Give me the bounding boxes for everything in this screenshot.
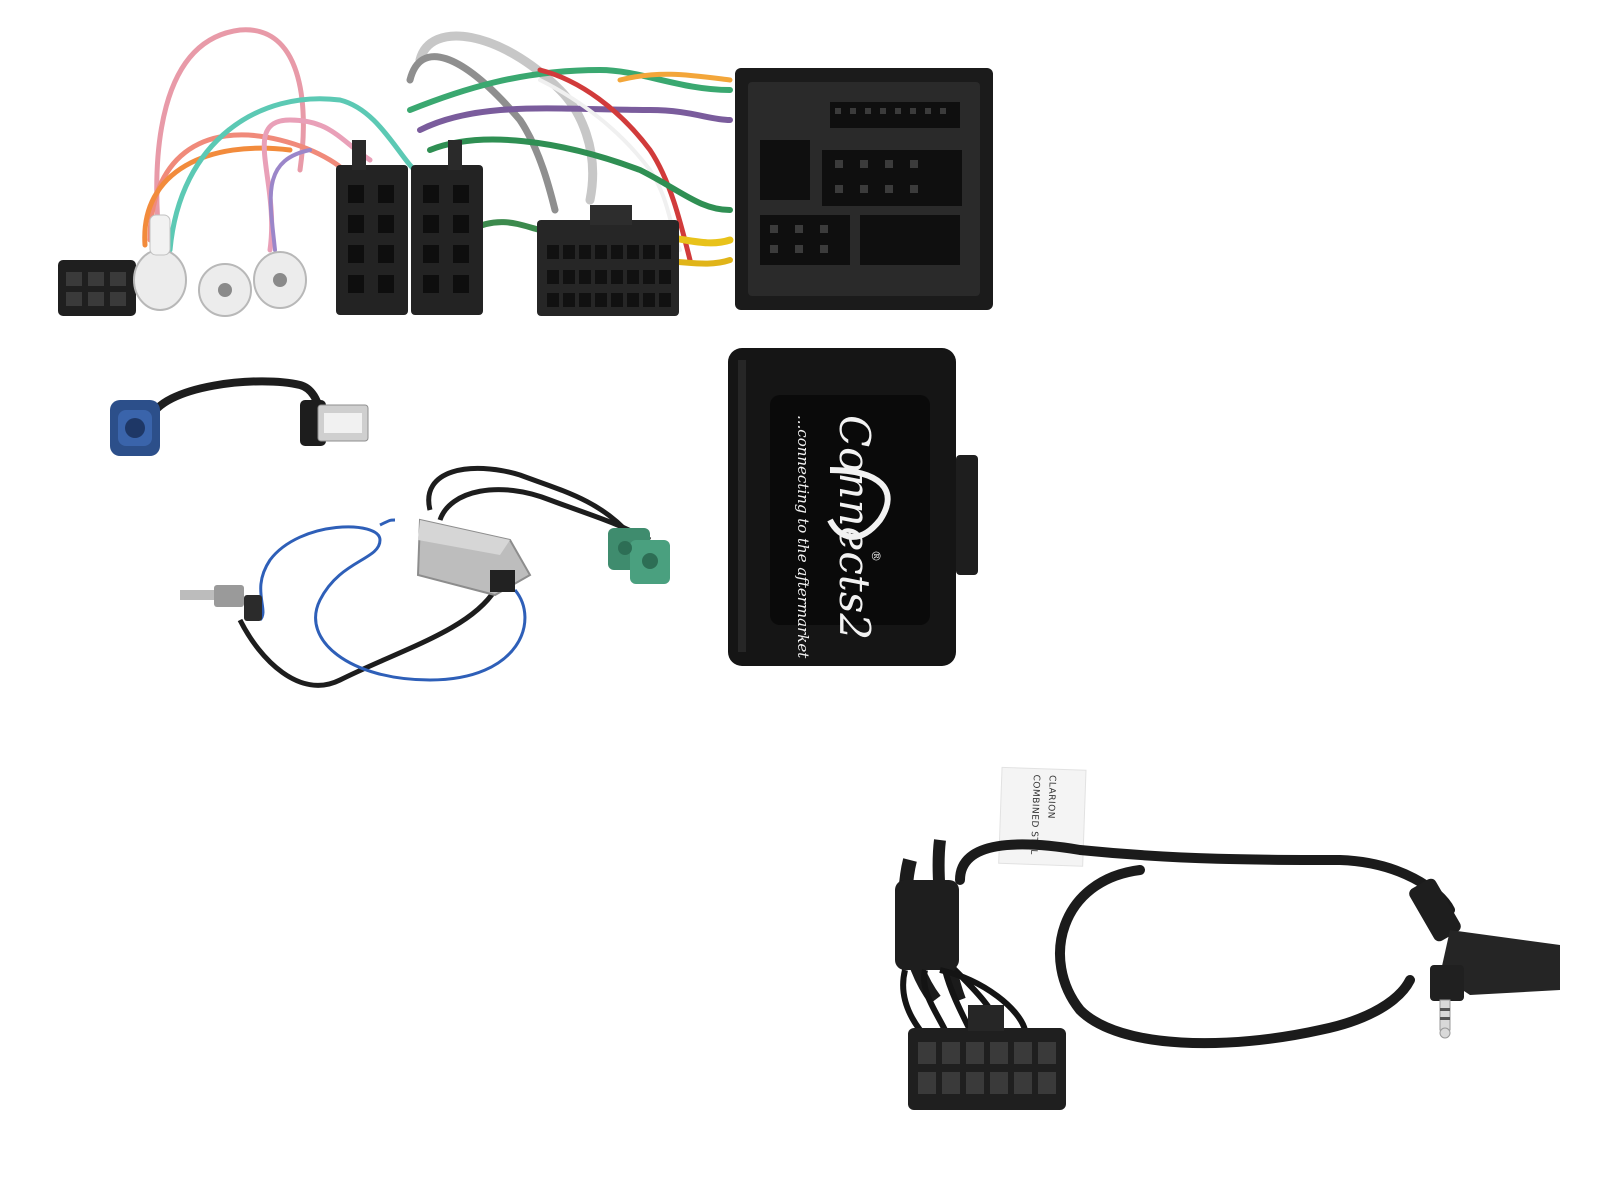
fakra-usb-adapter: [110, 377, 369, 456]
right-angle-jack: [1409, 878, 1560, 1039]
label-line1: CLARION: [1045, 775, 1057, 819]
brand-tagline: ...connecting to the aftermarket: [794, 415, 812, 659]
patch-12pin-connector: [908, 1005, 1066, 1110]
usb-plug: [300, 400, 369, 446]
amplifier-box: [416, 518, 532, 597]
fakra-blue-plug: [110, 400, 160, 456]
connects2-logo: Connects2 ...connecting to the aftermark…: [794, 415, 891, 659]
small-6pin-connector: [58, 260, 136, 316]
harness-wires: [142, 27, 734, 268]
patch-lead: CLARION COMBINED STAL: [895, 766, 1560, 1110]
quadlock-connector: [735, 68, 993, 310]
multi-pin-connector: [537, 205, 679, 316]
interface-module: Connects2 ...connecting to the aftermark…: [728, 348, 978, 666]
iso-connector-pair: [336, 140, 483, 315]
spade-connectors: [133, 214, 307, 317]
antenna-adapter: [180, 465, 670, 688]
din-antenna-plug: [180, 585, 262, 621]
label-line2: COMBINED STAL: [1028, 774, 1041, 855]
iso-harness: [58, 27, 993, 317]
registered-mark: ®: [869, 550, 883, 562]
fakra-green-plug: [608, 528, 670, 584]
